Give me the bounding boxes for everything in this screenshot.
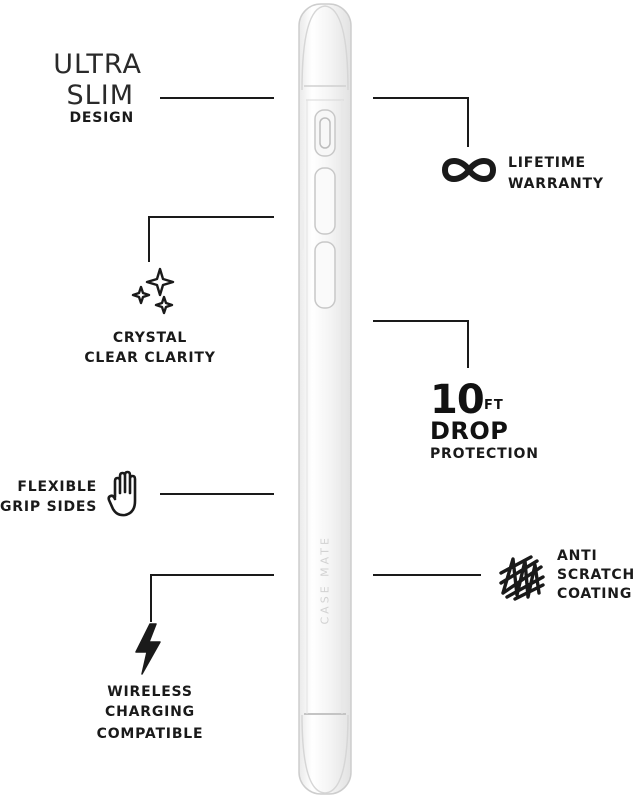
anti-label: ANTI (557, 548, 598, 564)
connector-line (160, 493, 274, 495)
scratch-label: SCRATCH (557, 567, 636, 583)
slim-label: SLIM (66, 80, 134, 111)
wireless-label: WIRELESS (107, 684, 193, 700)
connector-line (148, 216, 150, 262)
design-label: DESIGN (69, 110, 134, 126)
clear-clarity-label: CLEAR CLARITY (84, 350, 216, 366)
scribble-icon (499, 555, 545, 601)
crystal-label: CRYSTAL (112, 330, 188, 346)
sparkles-icon (131, 267, 175, 315)
compatible-label: COMPATIBLE (96, 726, 204, 742)
connector-line (467, 320, 469, 368)
coating-label: COATING (557, 586, 633, 602)
connector-line (373, 320, 469, 322)
connector-line (373, 97, 469, 99)
phone-case-side-view (298, 3, 352, 795)
drop-height-number: 10 (430, 377, 485, 423)
ultra-label: ULTRA (53, 49, 142, 80)
drop-label: DROP (430, 417, 509, 445)
hand-icon (107, 470, 137, 517)
brand-watermark: CASE MATE (318, 535, 332, 625)
connector-line (160, 97, 274, 99)
warranty-label: WARRANTY (508, 176, 604, 192)
connector-line (373, 574, 481, 576)
connector-line (148, 216, 274, 218)
connector-line (150, 574, 274, 576)
connector-line (467, 97, 469, 147)
drop-height-unit: FT (484, 398, 504, 413)
charging-label: CHARGING (105, 704, 195, 720)
protection-label: PROTECTION (430, 446, 539, 462)
connector-line (150, 574, 152, 622)
infinity-icon (442, 158, 496, 182)
grip-sides-label: GRIP SIDES (0, 499, 98, 515)
lightning-icon (135, 623, 161, 675)
lifetime-label: LIFETIME (508, 155, 586, 171)
flexible-label: FLEXIBLE (17, 479, 97, 495)
